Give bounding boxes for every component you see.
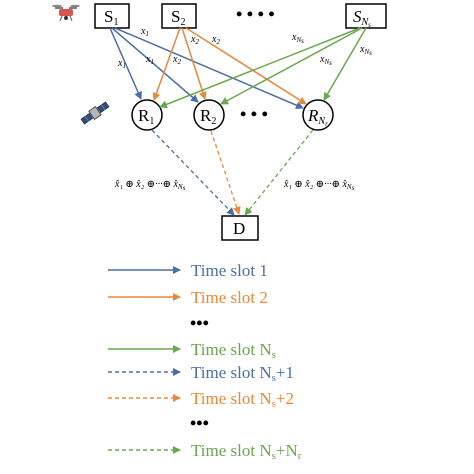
source-node-sns: SNs	[345, 3, 387, 29]
legend-label: Time slot Ns+1	[191, 363, 294, 384]
edge-label-x2-a: x2	[190, 34, 199, 46]
relay-ellipsis: • • •	[240, 104, 268, 124]
drone-icon	[52, 4, 80, 22]
relay-node-rnr: RNr	[302, 99, 334, 131]
legend-label: Time slot 1	[191, 261, 268, 280]
source-node-s2: S2	[161, 3, 197, 29]
edge-label-x1-a: x1	[140, 26, 149, 38]
legend-label: Time slot Ns+2	[191, 389, 294, 410]
legend-ellipsis: •••	[190, 413, 209, 433]
legend-label: Time slot Ns	[191, 340, 276, 361]
svg-text:RNr: RNr	[307, 106, 328, 128]
edge-r1-d	[151, 129, 235, 216]
svg-text:SNs: SNs	[353, 7, 371, 29]
svg-text:R2: R2	[200, 106, 216, 127]
xor-label-right: x̂₁ ⊕ x̂₂ ⊕···⊕ x̂Ns	[283, 179, 355, 192]
edge-label-xns-a: xNs	[291, 32, 304, 45]
edge-s1-r1	[109, 27, 142, 100]
edge-s1-rnr	[114, 27, 304, 109]
destination-node-d: D	[221, 215, 259, 241]
edge-sns-rnr	[323, 27, 367, 101]
edge-s2-rnr	[185, 27, 307, 105]
edge-s2-r1	[152, 27, 181, 101]
edge-label-x2-c: x2	[172, 54, 181, 66]
edge-sns-r1	[159, 27, 361, 109]
legend-label: Time slot 2	[191, 288, 268, 307]
svg-text:R1: R1	[138, 106, 154, 127]
satellite-icon	[80, 101, 110, 125]
edge-label-x1-c: x1	[145, 54, 154, 66]
source-node-s1: S1	[94, 3, 130, 29]
edge-label-xns-c: xNs	[319, 54, 332, 67]
relay-node-r2: R2	[193, 99, 225, 131]
edge-label-xns-b: xNs	[359, 44, 372, 57]
xor-label-left: x̂₁ ⊕ x̂₂ ⊕···⊕ x̂Ns	[114, 179, 186, 192]
legend-ellipsis: •••	[190, 313, 209, 333]
relay-node-r1: R1	[131, 99, 163, 131]
edge-s1-r2	[111, 27, 199, 103]
edge-r2-d	[210, 130, 241, 215]
source-ellipsis: • • • •	[236, 4, 275, 24]
edge-label-x1-b: x1	[117, 58, 126, 70]
edge-s2-r2	[181, 27, 207, 100]
svg-text:S1: S1	[104, 7, 118, 28]
edge-rnr-d	[244, 129, 314, 216]
edge-sns-r2	[220, 27, 363, 105]
edge-label-x2-b: x2	[211, 34, 220, 46]
svg-text:S2: S2	[171, 7, 185, 28]
legend-label: Time slot Ns+Nr	[191, 441, 302, 462]
svg-text:D: D	[233, 219, 245, 238]
